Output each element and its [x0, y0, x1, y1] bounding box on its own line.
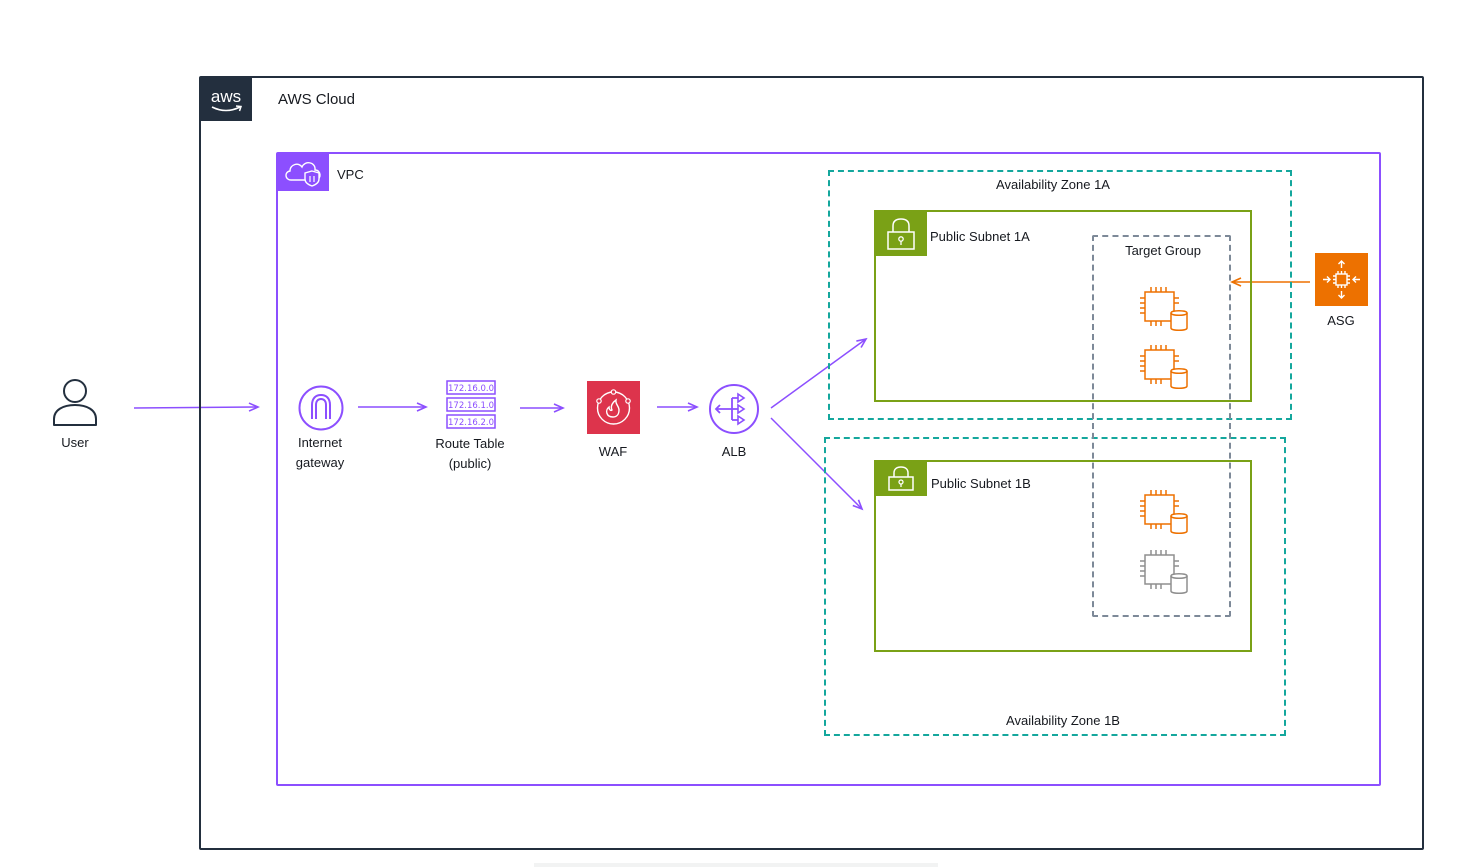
- padlock-icon: [876, 212, 927, 256]
- internet-gateway-icon: [298, 385, 344, 431]
- aws-cloud-label: AWS Cloud: [278, 91, 355, 108]
- vpc-cloud-icon: [278, 154, 329, 191]
- route-entry-1: 172.16.0.0: [448, 384, 494, 394]
- arrow-user-to-igw: [133, 402, 260, 412]
- asg-label: ASG: [1327, 313, 1355, 328]
- public-subnet-1b: [874, 460, 1252, 652]
- route-table-icon: 172.16.0.0 172.16.1.0 172.16.2.0: [446, 380, 496, 429]
- arrow-alb-to-subnet-1a: [770, 337, 868, 409]
- target-group-label: Target Group: [1125, 243, 1201, 258]
- availability-zone-1a-label: Availability Zone 1A: [996, 177, 1110, 192]
- internet-gateway-label-line2: gateway: [295, 455, 345, 470]
- user-label: User: [61, 435, 89, 450]
- internet-gateway-label-line1: Internet: [297, 435, 343, 450]
- availability-zone-1b-label: Availability Zone 1B: [1006, 713, 1120, 728]
- padlock-icon: [876, 462, 927, 496]
- aws-cloud-group: [199, 76, 1424, 850]
- waf-firewall-icon: [587, 381, 640, 434]
- arrow-alb-to-subnet-1b: [770, 417, 864, 511]
- ec2-instance-icon: [1140, 287, 1188, 331]
- ec2-instance-icon: [1140, 490, 1188, 534]
- route-entry-2: 172.16.1.0: [448, 401, 494, 411]
- alb-label: ALB: [721, 444, 747, 459]
- ec2-instance-icon: [1140, 345, 1188, 389]
- availability-zone-1b: [824, 437, 1286, 736]
- vpc-group: [276, 152, 1381, 786]
- route-table-label-line1: Route Table: [435, 436, 505, 451]
- availability-zone-1a: [828, 170, 1292, 420]
- user-icon: [53, 379, 97, 426]
- aws-logo-icon: aws: [201, 78, 252, 121]
- public-subnet-1b-label: Public Subnet 1B: [931, 476, 1031, 491]
- vpc-label: VPC: [337, 167, 364, 182]
- waf-label: WAF: [598, 444, 628, 459]
- ec2-instance-icon: [1140, 550, 1188, 594]
- public-subnet-1a: [874, 210, 1252, 402]
- auto-scaling-icon: [1315, 253, 1368, 306]
- load-balancer-icon: [709, 384, 759, 434]
- bottom-scroll-strip: [534, 863, 938, 867]
- route-entry-3: 172.16.2.0: [448, 418, 494, 428]
- target-group: [1092, 235, 1231, 617]
- svg-text:aws: aws: [211, 87, 241, 106]
- route-table-label-line2: (public): [448, 456, 492, 471]
- public-subnet-1a-label: Public Subnet 1A: [930, 229, 1030, 244]
